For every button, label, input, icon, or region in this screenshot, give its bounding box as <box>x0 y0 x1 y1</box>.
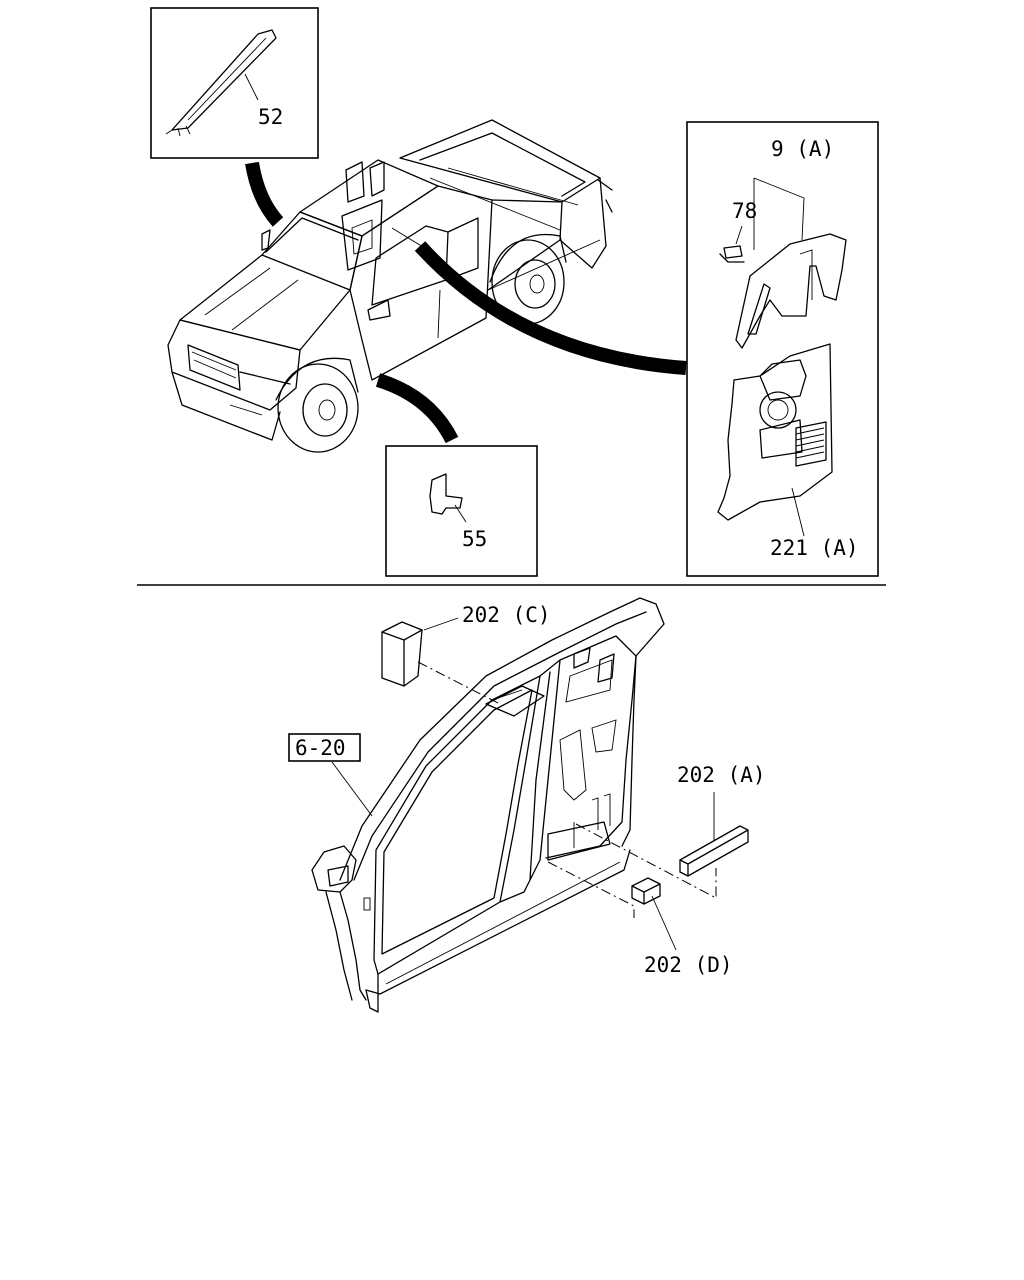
label-55: 55 <box>462 527 487 551</box>
insulator-202c: 202 (C) <box>381 603 551 705</box>
label-78: 78 <box>732 199 757 223</box>
label-202c: 202 (C) <box>462 603 551 627</box>
reference-6-20: 6-20 <box>288 733 373 817</box>
detail-box-55: 55 <box>385 445 538 577</box>
body-side-frame <box>311 597 665 1013</box>
label-202d: 202 (D) <box>644 953 733 977</box>
label-221a: 221 (A) <box>770 536 859 560</box>
label-6-20: 6-20 <box>295 736 346 760</box>
insulator-202a: 202 (A) <box>575 763 766 899</box>
label-9a: 9 (A) <box>771 137 834 161</box>
callout-arc-55 <box>375 373 459 444</box>
callout-arc-52 <box>245 161 284 227</box>
detail-box-52: 52 <box>150 7 319 159</box>
callout-arc-221a <box>414 241 687 375</box>
detail-box-9a-221a: 9 (A) 78 221 (A) <box>686 121 879 577</box>
insulator-202d: 202 (D) <box>547 861 733 977</box>
label-202a: 202 (A) <box>677 763 766 787</box>
pickup-truck-illustration <box>167 119 613 453</box>
label-52: 52 <box>258 105 283 129</box>
